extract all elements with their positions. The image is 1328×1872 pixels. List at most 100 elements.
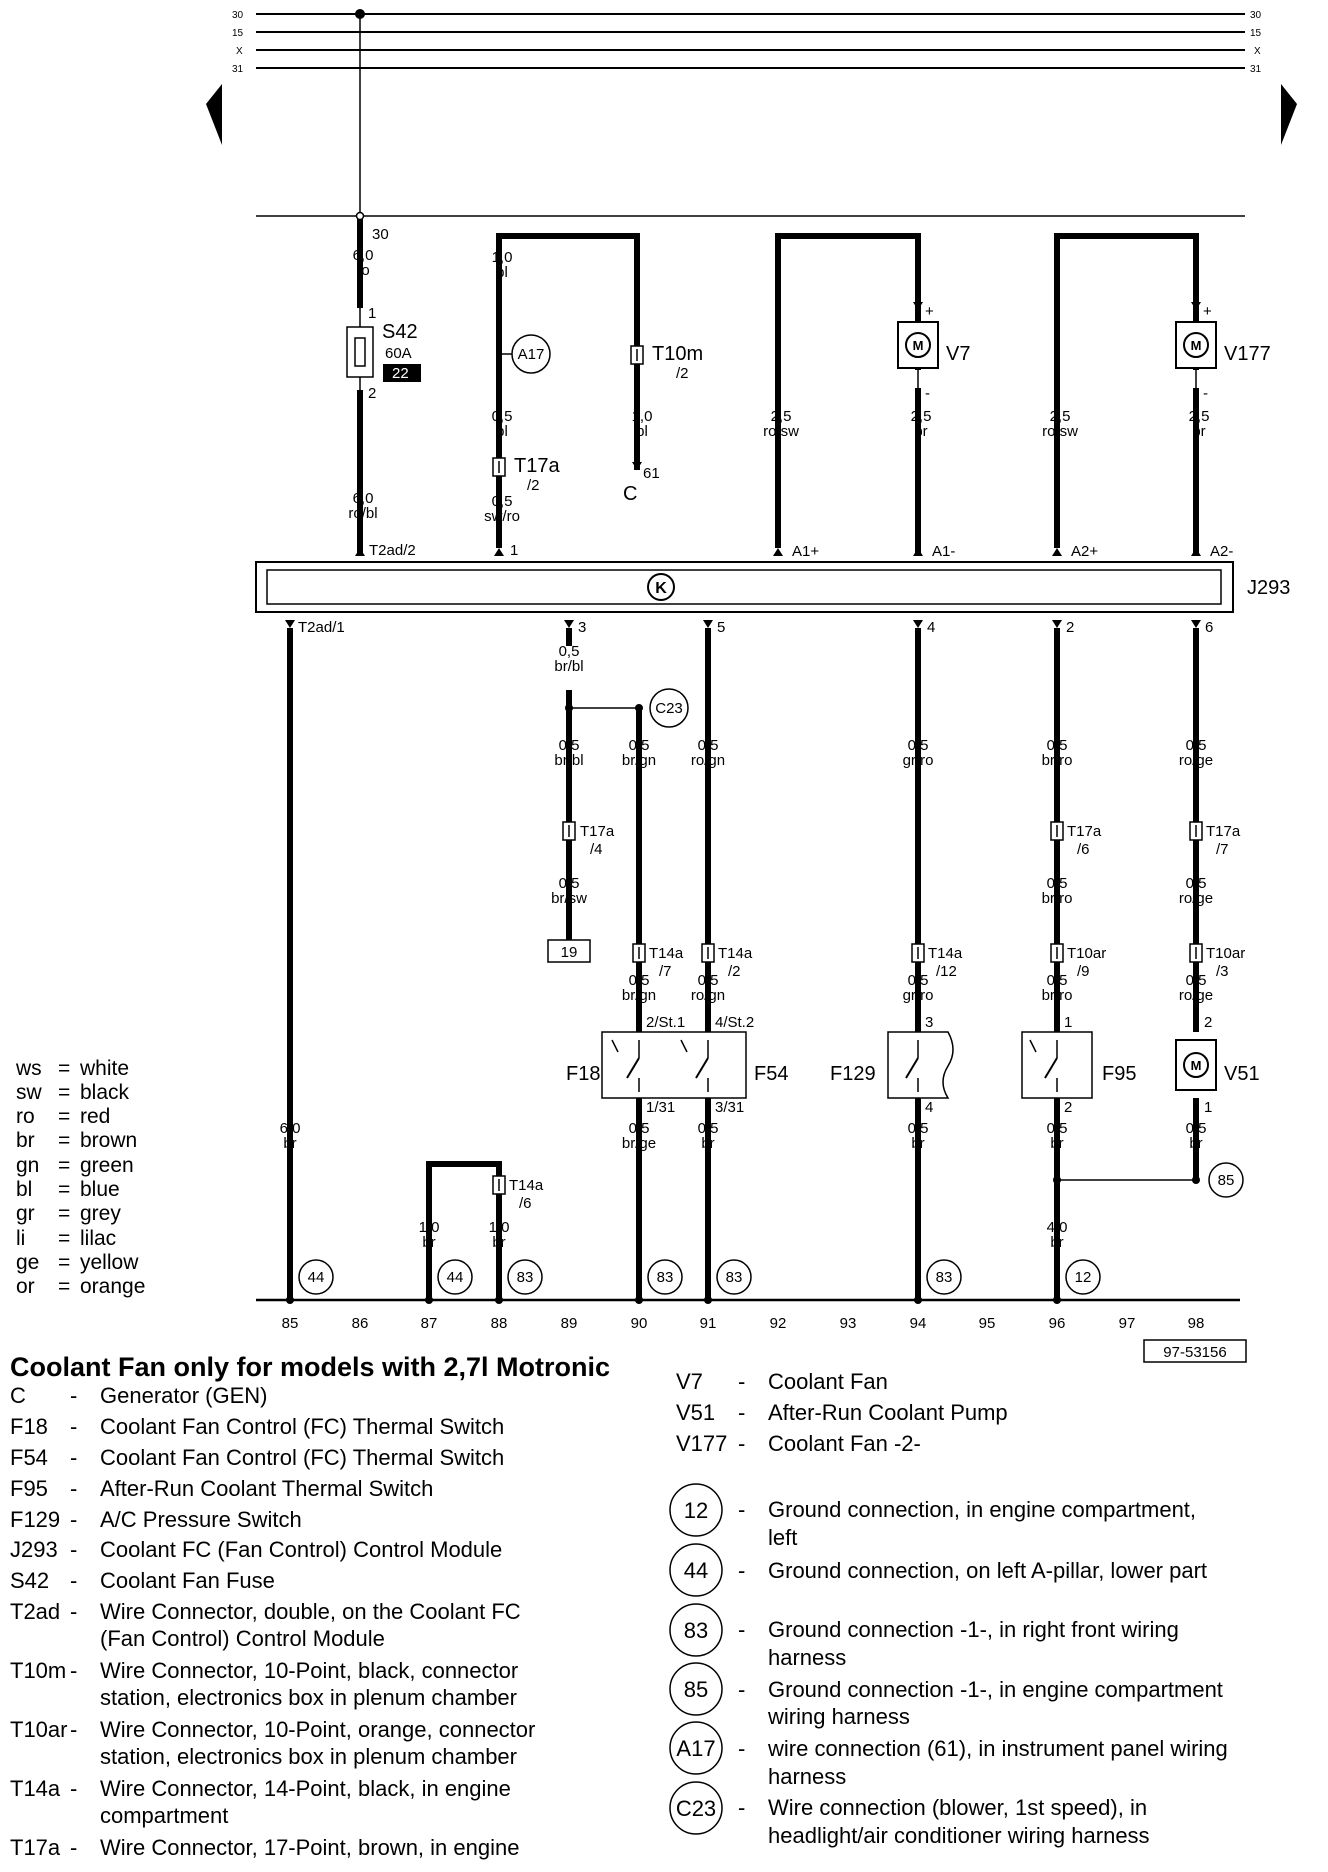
pin-label: 4: [925, 1099, 933, 1116]
pump-v51-icon: M: [1175, 1039, 1217, 1091]
wire-label-size: 0,5: [1186, 972, 1207, 989]
terminal-30-node: [355, 211, 365, 221]
ground-node: [286, 1296, 294, 1304]
component-f18-label: F18: [566, 1063, 600, 1085]
a17-circle: [511, 334, 551, 374]
module-k-glyph: K: [655, 580, 667, 597]
color-key-name: red: [80, 1105, 110, 1128]
connector-pin: /6: [1077, 841, 1090, 858]
pin-label: 4/St.2: [715, 1014, 754, 1031]
legend-desc: Wire Connector, 10-Point, black, connect…: [100, 1658, 518, 1683]
legend-code: S42: [10, 1568, 49, 1593]
legend-circle-code: 85: [684, 1677, 708, 1702]
connector-label: T10ar: [1206, 945, 1245, 962]
wire-label-size: 0,5: [559, 875, 580, 892]
color-key-eq: =: [58, 1057, 70, 1080]
connector-pin: /7: [1216, 841, 1229, 858]
fuse-number-box: [383, 364, 421, 382]
wire-label-size: 2,5: [911, 408, 932, 425]
connector-t14a-2-icon: [701, 943, 715, 963]
legend-dash: -: [738, 1677, 745, 1702]
bus-label-left-30: 30: [232, 10, 244, 21]
wire-label-size: 6,0: [353, 247, 374, 264]
legend-desc: Wire connection (blower, 1st speed), in: [768, 1795, 1147, 1820]
legend-desc: compartment: [100, 1803, 228, 1828]
wire-label-color: ro/gn: [691, 752, 725, 769]
connector-label: T14a: [928, 945, 963, 962]
module-pin-label: A2-: [1210, 543, 1233, 560]
component-f95-label: F95: [1102, 1063, 1136, 1085]
wire-label-color: br: [422, 1234, 435, 1251]
next-page-arrow-icon[interactable]: [1281, 84, 1297, 145]
wire-label-size: 0,5: [1047, 972, 1068, 989]
track-number: 98: [1188, 1315, 1205, 1332]
wire-arrow: [494, 548, 504, 556]
module-pin-label: T2ad/2: [369, 542, 416, 559]
wire-label-size: 0,5: [492, 408, 513, 425]
wire-label-color: sw/ro: [484, 508, 520, 525]
legend-code: F129: [10, 1507, 60, 1532]
track-number: 85: [282, 1315, 299, 1332]
wire-label-color: br/gn: [622, 987, 656, 1004]
color-key-code: ws: [15, 1057, 42, 1080]
wire-label-color: br: [1189, 1135, 1202, 1152]
legend-code: V51: [676, 1400, 715, 1425]
legend-desc: left: [768, 1525, 797, 1550]
c23-label: C23: [655, 700, 683, 717]
connector-t14a-6-icon: [492, 1175, 506, 1195]
track-number: 91: [700, 1315, 717, 1332]
reference-box-19: [547, 939, 591, 963]
wire-label-size: 4,0: [1047, 1219, 1068, 1236]
track-number: 94: [910, 1315, 927, 1332]
color-key-code: ro: [16, 1105, 35, 1128]
color-key-code: gn: [16, 1154, 39, 1177]
wire-label-size: 0,5: [1047, 1120, 1068, 1137]
track-number: 86: [352, 1315, 369, 1332]
thermal-switch-f18-f54: [601, 1031, 747, 1099]
thermal-switch-f95: [1021, 1031, 1093, 1099]
wire-label-color: br: [492, 1234, 505, 1251]
svg-text:M: M: [913, 338, 924, 353]
color-key-name: orange: [80, 1275, 145, 1298]
legend-dash: -: [738, 1736, 745, 1761]
ground-node: [1053, 1296, 1061, 1304]
legend-code: F95: [10, 1476, 48, 1501]
previous-page-arrow-icon[interactable]: [206, 84, 222, 145]
wire-label-color: br/ro: [1042, 890, 1073, 907]
legend-desc: Ground connection, on left A-pillar, low…: [768, 1558, 1207, 1583]
pin-label: +: [1203, 303, 1212, 320]
module-id-label: J293: [1247, 577, 1290, 599]
ground-circle-83: [926, 1259, 962, 1295]
connector-pin: /3: [1216, 963, 1229, 980]
terminal-30-label: 30: [372, 226, 389, 243]
component-f129-label: F129: [830, 1063, 876, 1085]
component-v51-label: V51: [1224, 1063, 1260, 1085]
pin-label: 2: [1204, 1014, 1212, 1031]
c23-circle: [649, 688, 689, 728]
legend-dash: -: [70, 1507, 77, 1532]
wire-arrow: [285, 620, 295, 628]
connector-pin: /12: [936, 963, 957, 980]
legend-code: V177: [676, 1431, 727, 1456]
connector-label: T17a: [1067, 823, 1102, 840]
upper-wires: [357, 219, 1199, 556]
legend-desc: A/C Pressure Switch: [100, 1507, 302, 1532]
ground-node: [704, 1296, 712, 1304]
wire-label-color: br/ro: [1042, 752, 1073, 769]
fuse-pin-out: 2: [368, 385, 376, 402]
legend-dash: -: [70, 1445, 77, 1470]
legend-dash: -: [70, 1599, 77, 1624]
legend-desc: Coolant Fan: [768, 1369, 888, 1394]
module-pin-label: 3: [578, 619, 586, 636]
legend-desc: wire connection (61), in instrument pane…: [767, 1736, 1228, 1761]
legend-ground-circle: [669, 1483, 723, 1537]
connector-t10m-2-icon: [630, 345, 644, 365]
wire-label-size: 1,0: [419, 1219, 440, 1236]
fuse-to-module-wire-arrow: [355, 548, 365, 556]
connector-t17a-4-icon: [562, 821, 576, 841]
wire-label-size: 0,5: [698, 972, 719, 989]
connector-pin: /7: [659, 963, 672, 980]
ground-label: 44: [308, 1269, 325, 1286]
track-number: 90: [631, 1315, 648, 1332]
wire-label-color: br: [1050, 1135, 1063, 1152]
